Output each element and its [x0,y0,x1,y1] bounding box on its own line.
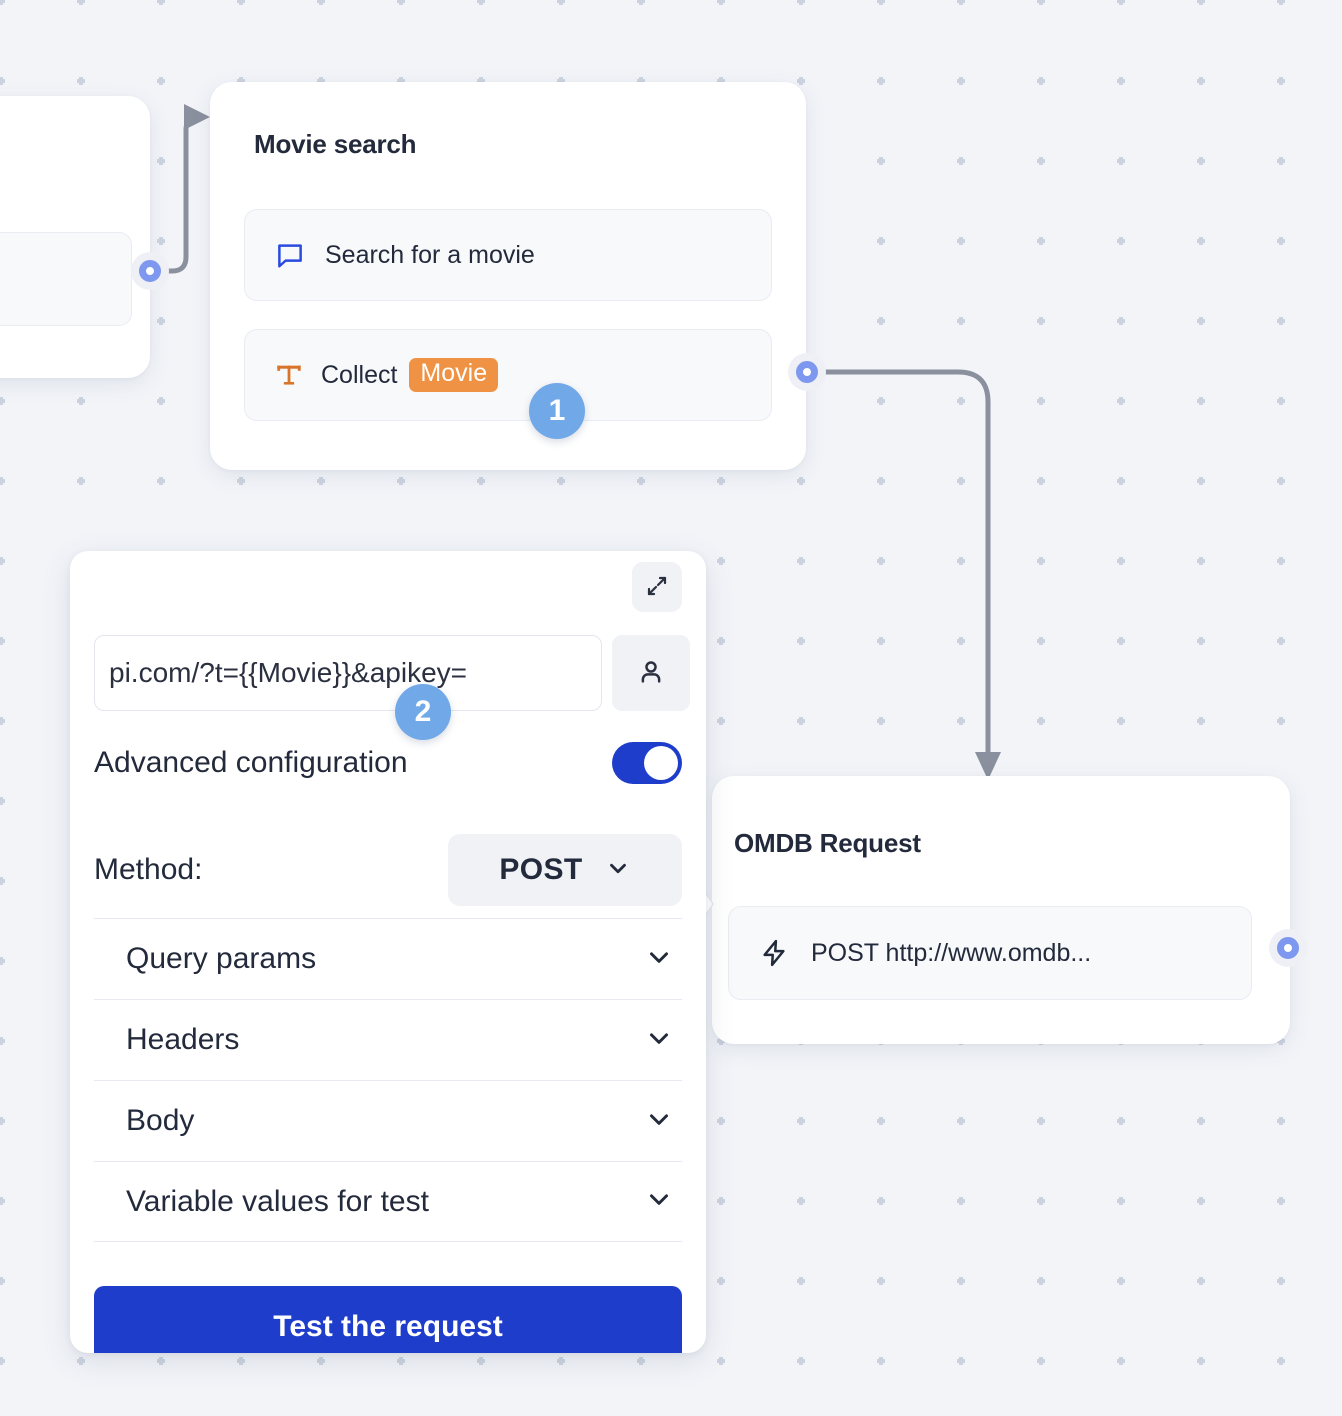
section-variable-values-for-test[interactable]: Variable values for test [94,1161,682,1242]
section-label: Body [126,1104,195,1137]
node-movie-search[interactable]: Movie search Search for a movie [210,82,806,470]
node-row-label: Search for a movie [325,240,535,269]
edge-left-to-movie-search [165,113,201,274]
section-body[interactable]: Body [94,1080,682,1161]
chevron-down-icon[interactable] [644,942,674,977]
authorization-button[interactable] [612,635,690,711]
lightning-bolt-icon [759,938,789,968]
method-label: Method: [94,853,203,886]
method-row: Method: POST [94,834,682,906]
expand-panel-button[interactable] [632,562,682,612]
request-sections-accordion: Query params Headers Body Variable value… [94,918,682,1242]
advanced-configuration-label: Advanced configuration [94,746,408,779]
url-field-group[interactable] [94,635,690,711]
step-badge-1: 1 [529,383,585,439]
node-row-label: Collect [321,360,398,389]
person-icon [636,657,666,690]
toggle-knob [644,746,678,780]
chevron-down-icon[interactable] [644,1023,674,1058]
section-label: Query params [126,942,317,975]
edge-arrowhead-movie-search [184,104,210,130]
chevron-down-icon[interactable] [644,1184,674,1219]
section-headers[interactable]: Headers [94,999,682,1080]
advanced-configuration-toggle[interactable] [612,742,682,784]
node-row-omdb-post[interactable]: POST http://www.omdb... [728,906,1252,1000]
chevron-down-icon [605,855,631,886]
node-omdb-request[interactable]: OMDB Request POST http://www.omdb... [695,776,1290,1044]
step-badge-2: 2 [395,684,451,740]
section-query-params[interactable]: Query params [94,918,682,999]
section-label: Headers [126,1023,240,1056]
text-type-icon [275,361,303,389]
test-the-request-button[interactable]: Test the request [94,1286,682,1353]
method-selected-value: POST [499,853,583,886]
node-partial-row[interactable] [0,232,132,326]
expand-diagonal-icon [645,574,669,601]
port-output-omdb-request[interactable] [1269,929,1307,967]
edge-movie-search-to-omdb [823,369,991,755]
request-config-panel[interactable]: Advanced configuration Method: POST Quer… [70,551,706,1353]
request-url-input[interactable] [94,635,602,711]
node-partial-offscreen[interactable] [0,96,150,378]
node-row-label: POST http://www.omdb... [811,938,1092,967]
chevron-down-icon[interactable] [644,1104,674,1139]
node-movie-search-title: Movie search [254,129,417,159]
node-row-search-for-a-movie[interactable]: Search for a movie [244,209,772,301]
speech-bubble-icon [275,240,305,270]
node-row-collect-movie[interactable]: Collect Movie [244,329,772,421]
method-select[interactable]: POST [448,834,682,906]
node-omdb-request-title: OMDB Request [734,828,921,858]
section-label: Variable values for test [126,1184,429,1218]
advanced-configuration-row[interactable]: Advanced configuration [94,742,682,784]
variable-chip-movie[interactable]: Movie [409,358,499,392]
port-output-movie-search[interactable] [788,353,826,391]
port-output-partial-node[interactable] [131,252,169,290]
